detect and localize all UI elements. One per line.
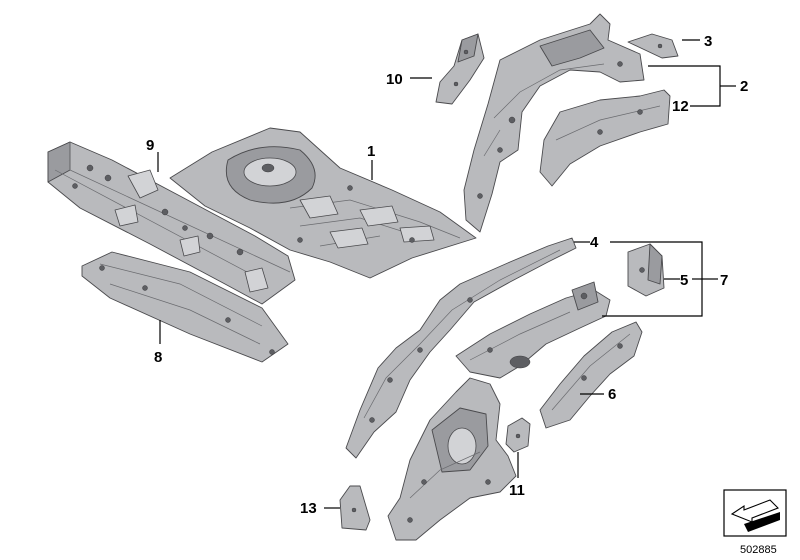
part-13-bracket[interactable] (339, 485, 371, 531)
label-12: 12 (672, 98, 689, 115)
label-2: 2 (740, 78, 748, 95)
label-5: 5 (680, 272, 688, 289)
label-7: 7 (720, 272, 728, 289)
part-12-arch-reinforcement[interactable] (539, 89, 671, 187)
part-8-reinforcement-plate[interactable] (81, 251, 289, 363)
part-11-plate[interactable] (505, 417, 531, 453)
label-8: 8 (154, 349, 162, 366)
part-7-rear-member-assembly[interactable] (455, 281, 611, 379)
part-4-side-member[interactable] (345, 237, 577, 459)
part-6-reinforcement[interactable] (539, 321, 643, 429)
diagram-number: 502885 (740, 544, 777, 556)
part-5-bracket[interactable] (627, 243, 665, 297)
leader-lines (157, 39, 736, 509)
part-1-floor-pan[interactable] (169, 127, 477, 279)
part-labels: 1 2 3 4 5 6 7 8 9 10 11 12 13 (146, 33, 748, 517)
label-11: 11 (509, 482, 525, 499)
label-9: 9 (146, 137, 154, 154)
label-10: 10 (386, 71, 403, 88)
label-6: 6 (608, 386, 616, 403)
part-lower-wheelhouse[interactable] (387, 377, 517, 541)
part-10-bracket[interactable] (435, 33, 485, 105)
label-4: 4 (590, 234, 599, 251)
label-3: 3 (704, 33, 712, 50)
part-2-wheel-arch[interactable] (463, 13, 645, 233)
arrow-orientation-icon (723, 489, 787, 537)
label-13: 13 (300, 500, 317, 517)
part-9-crossmember[interactable] (47, 141, 296, 305)
label-1: 1 (367, 143, 375, 160)
part-3-bracket[interactable] (627, 33, 679, 59)
